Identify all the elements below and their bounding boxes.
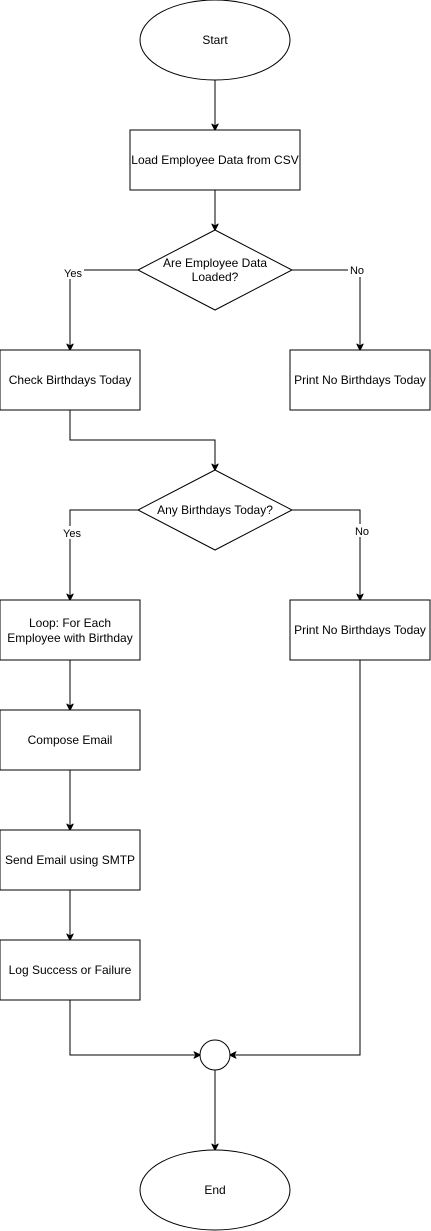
node-print-no-birthdays-1: Print No Birthdays Today: [289, 349, 431, 411]
start-ellipse: [139, 0, 291, 81]
send-email-label: Send Email using SMTP: [5, 853, 135, 867]
send-email-box: [0, 829, 141, 891]
node-compose-email: Compose Email: [0, 709, 141, 771]
node-decision-any-birthdays: Any Birthdays Today?: [136, 469, 294, 551]
log-result-box: [0, 939, 141, 1001]
end-ellipse: [139, 1149, 291, 1231]
data-loaded-label-line2: Loaded?: [192, 270, 239, 284]
node-load-csv: Load Employee Data from CSV: [129, 129, 301, 191]
node-start: Start: [139, 0, 291, 81]
node-end: End: [139, 1149, 291, 1231]
edge-label-any-yes: Yes: [63, 528, 81, 540]
edge-log-to-merge: [69, 1000, 200, 1055]
any-birthdays-diamond: [136, 469, 294, 551]
node-loop-employees: Loop: For Each Employee with Birthday: [0, 599, 141, 661]
edge-any-no: [292, 509, 360, 600]
loop-label-line2: Employee with Birthday: [7, 631, 132, 645]
log-result-label: Log Success or Failure: [9, 963, 132, 977]
edge-loaded-yes: [70, 269, 138, 350]
check-birthdays-box: [0, 349, 141, 411]
node-send-email: Send Email using SMTP: [0, 829, 141, 891]
print-no-birthdays-1-box: [289, 349, 431, 411]
data-loaded-label-line1: Are Employee Data: [163, 256, 267, 270]
edge-label-loaded-yes: Yes: [64, 268, 82, 280]
compose-email-box: [0, 709, 141, 771]
edges: [70, 80, 360, 1150]
check-birthdays-label: Check Birthdays Today: [9, 373, 132, 387]
print-no-birthdays-2-label: Print No Birthdays Today: [294, 623, 426, 637]
node-log-result: Log Success or Failure: [0, 939, 141, 1001]
any-birthdays-label: Any Birthdays Today?: [157, 503, 273, 517]
load-csv-label: Load Employee Data from CSV: [131, 153, 298, 167]
node-check-birthdays: Check Birthdays Today: [0, 349, 141, 411]
compose-email-label: Compose Email: [28, 733, 113, 747]
load-csv-box: [129, 129, 301, 191]
edge-labels: Yes No Yes No: [61, 264, 371, 540]
edge-loaded-no: [292, 269, 360, 350]
edge-no-birthdays-to-merge: [230, 660, 361, 1055]
end-label: End: [204, 1183, 225, 1197]
edge-label-any-no: No: [355, 526, 369, 538]
node-print-no-birthdays-2: Print No Birthdays Today: [289, 599, 431, 661]
loop-box: [0, 599, 141, 661]
merge-circle: [199, 1039, 231, 1071]
node-decision-data-loaded: Are Employee Data Loaded?: [136, 229, 294, 311]
loop-label-line1: Loop: For Each: [29, 616, 111, 630]
print-no-birthdays-1-label: Print No Birthdays Today: [294, 373, 426, 387]
start-label: Start: [202, 33, 228, 47]
data-loaded-diamond: [136, 229, 294, 311]
edge-check-to-decision-any: [69, 410, 215, 470]
edge-label-loaded-no: No: [350, 265, 364, 277]
print-no-birthdays-2-box: [289, 599, 431, 661]
edge-any-yes: [70, 509, 138, 600]
node-merge: [199, 1039, 231, 1071]
